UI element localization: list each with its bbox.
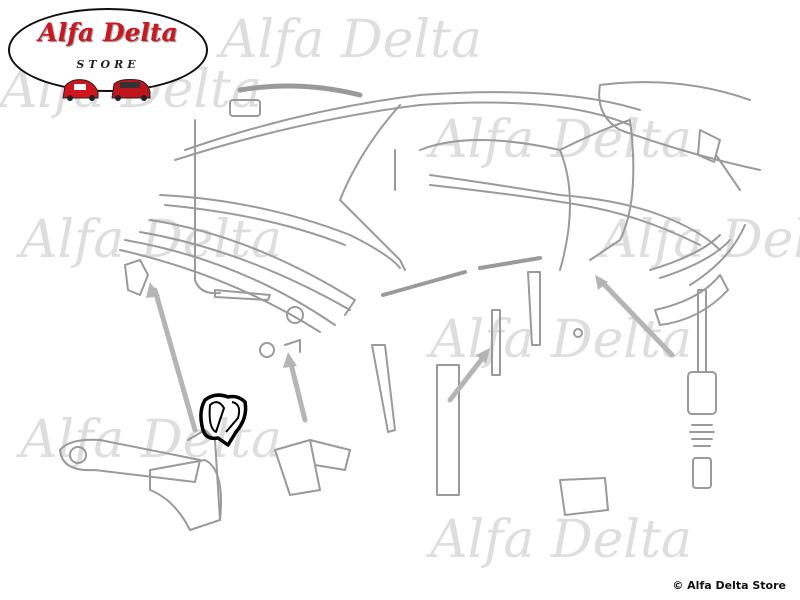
cars-logo-icon — [62, 79, 151, 101]
logo-ellipse — [8, 8, 208, 92]
store-logo[interactable]: Alfa Delta STORE — [8, 8, 208, 101]
latch-part — [697, 129, 721, 163]
logo-subtitle: STORE — [76, 58, 140, 71]
copyright-notice: © Alfa Delta Store — [672, 579, 786, 592]
arrow — [597, 277, 675, 358]
highlighted-part — [199, 393, 248, 447]
watermark: Alfa Delta — [430, 310, 692, 370]
arrow — [287, 357, 308, 423]
roof-frame-line — [184, 91, 641, 151]
watermark: Alfa Delta — [220, 10, 482, 70]
arrow — [447, 352, 488, 403]
watermark: Alfa Delta — [600, 210, 800, 270]
arrow — [152, 287, 198, 433]
logo-title: Alfa Delta — [38, 18, 178, 47]
watermark: Alfa Delta — [430, 510, 692, 570]
